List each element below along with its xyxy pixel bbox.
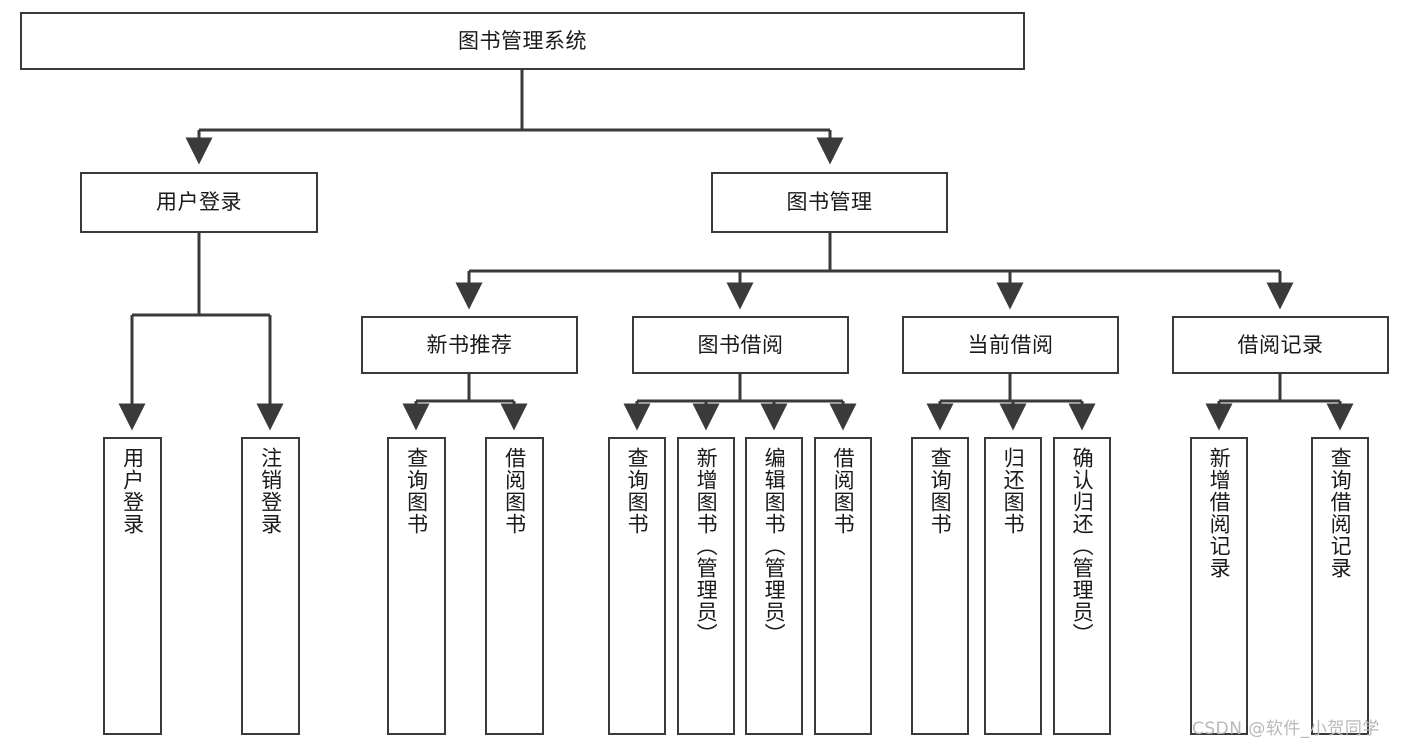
node-current-borrow[interactable]: 当前借阅 — [902, 316, 1119, 374]
node-root[interactable]: 图书管理系统 — [20, 12, 1025, 70]
node-leaf-query-book-bb[interactable]: 查询图书 — [608, 437, 666, 735]
node-leaf-borrow-book-rec-label: 借阅图书 — [502, 447, 527, 535]
node-book-manage[interactable]: 图书管理 — [711, 172, 948, 233]
node-leaf-user-login-label: 用户登录 — [120, 447, 145, 535]
node-borrow-record[interactable]: 借阅记录 — [1172, 316, 1389, 374]
node-current-borrow-label: 当前借阅 — [967, 332, 1054, 357]
node-leaf-query-book-cb-label: 查询图书 — [928, 447, 953, 535]
node-leaf-query-book-rec-label: 查询图书 — [404, 447, 429, 535]
node-leaf-confirm-return-admin-label: 确认归还（管理员） — [1070, 447, 1095, 645]
node-leaf-return-book[interactable]: 归还图书 — [984, 437, 1042, 735]
node-book-borrow-label: 图书借阅 — [697, 332, 784, 357]
node-borrow-record-label: 借阅记录 — [1237, 332, 1324, 357]
node-leaf-confirm-return-admin[interactable]: 确认归还（管理员） — [1053, 437, 1111, 735]
node-leaf-query-book-bb-label: 查询图书 — [625, 447, 650, 535]
node-leaf-borrow-book-bb-label: 借阅图书 — [831, 447, 856, 535]
node-leaf-borrow-book-bb[interactable]: 借阅图书 — [814, 437, 872, 735]
node-leaf-add-borrow-record-label: 新增借阅记录 — [1207, 447, 1232, 579]
node-leaf-query-borrow-record-label: 查询借阅记录 — [1328, 447, 1353, 579]
node-leaf-logout[interactable]: 注销登录 — [241, 437, 300, 735]
node-leaf-edit-book-admin[interactable]: 编辑图书（管理员） — [745, 437, 803, 735]
node-leaf-query-book-rec[interactable]: 查询图书 — [387, 437, 446, 735]
node-book-borrow[interactable]: 图书借阅 — [632, 316, 849, 374]
node-leaf-add-book-admin[interactable]: 新增图书（管理员） — [677, 437, 735, 735]
node-leaf-add-book-admin-label: 新增图书（管理员） — [694, 447, 719, 645]
node-new-book-rec[interactable]: 新书推荐 — [361, 316, 578, 374]
node-leaf-borrow-book-rec[interactable]: 借阅图书 — [485, 437, 544, 735]
node-leaf-add-borrow-record[interactable]: 新增借阅记录 — [1190, 437, 1248, 735]
node-leaf-user-login[interactable]: 用户登录 — [103, 437, 162, 735]
node-new-book-rec-label: 新书推荐 — [426, 332, 513, 357]
node-user-login-label: 用户登录 — [156, 190, 242, 215]
csdn-watermark: CSDN @软件_小贺同学 — [1192, 719, 1380, 739]
node-leaf-query-borrow-record[interactable]: 查询借阅记录 — [1311, 437, 1369, 735]
node-leaf-query-book-cb[interactable]: 查询图书 — [911, 437, 969, 735]
node-root-label: 图书管理系统 — [458, 28, 587, 53]
node-leaf-logout-label: 注销登录 — [258, 447, 283, 535]
node-user-login[interactable]: 用户登录 — [80, 172, 318, 233]
node-leaf-edit-book-admin-label: 编辑图书（管理员） — [762, 447, 787, 645]
node-leaf-return-book-label: 归还图书 — [1001, 447, 1026, 535]
node-book-manage-label: 图书管理 — [786, 190, 873, 215]
